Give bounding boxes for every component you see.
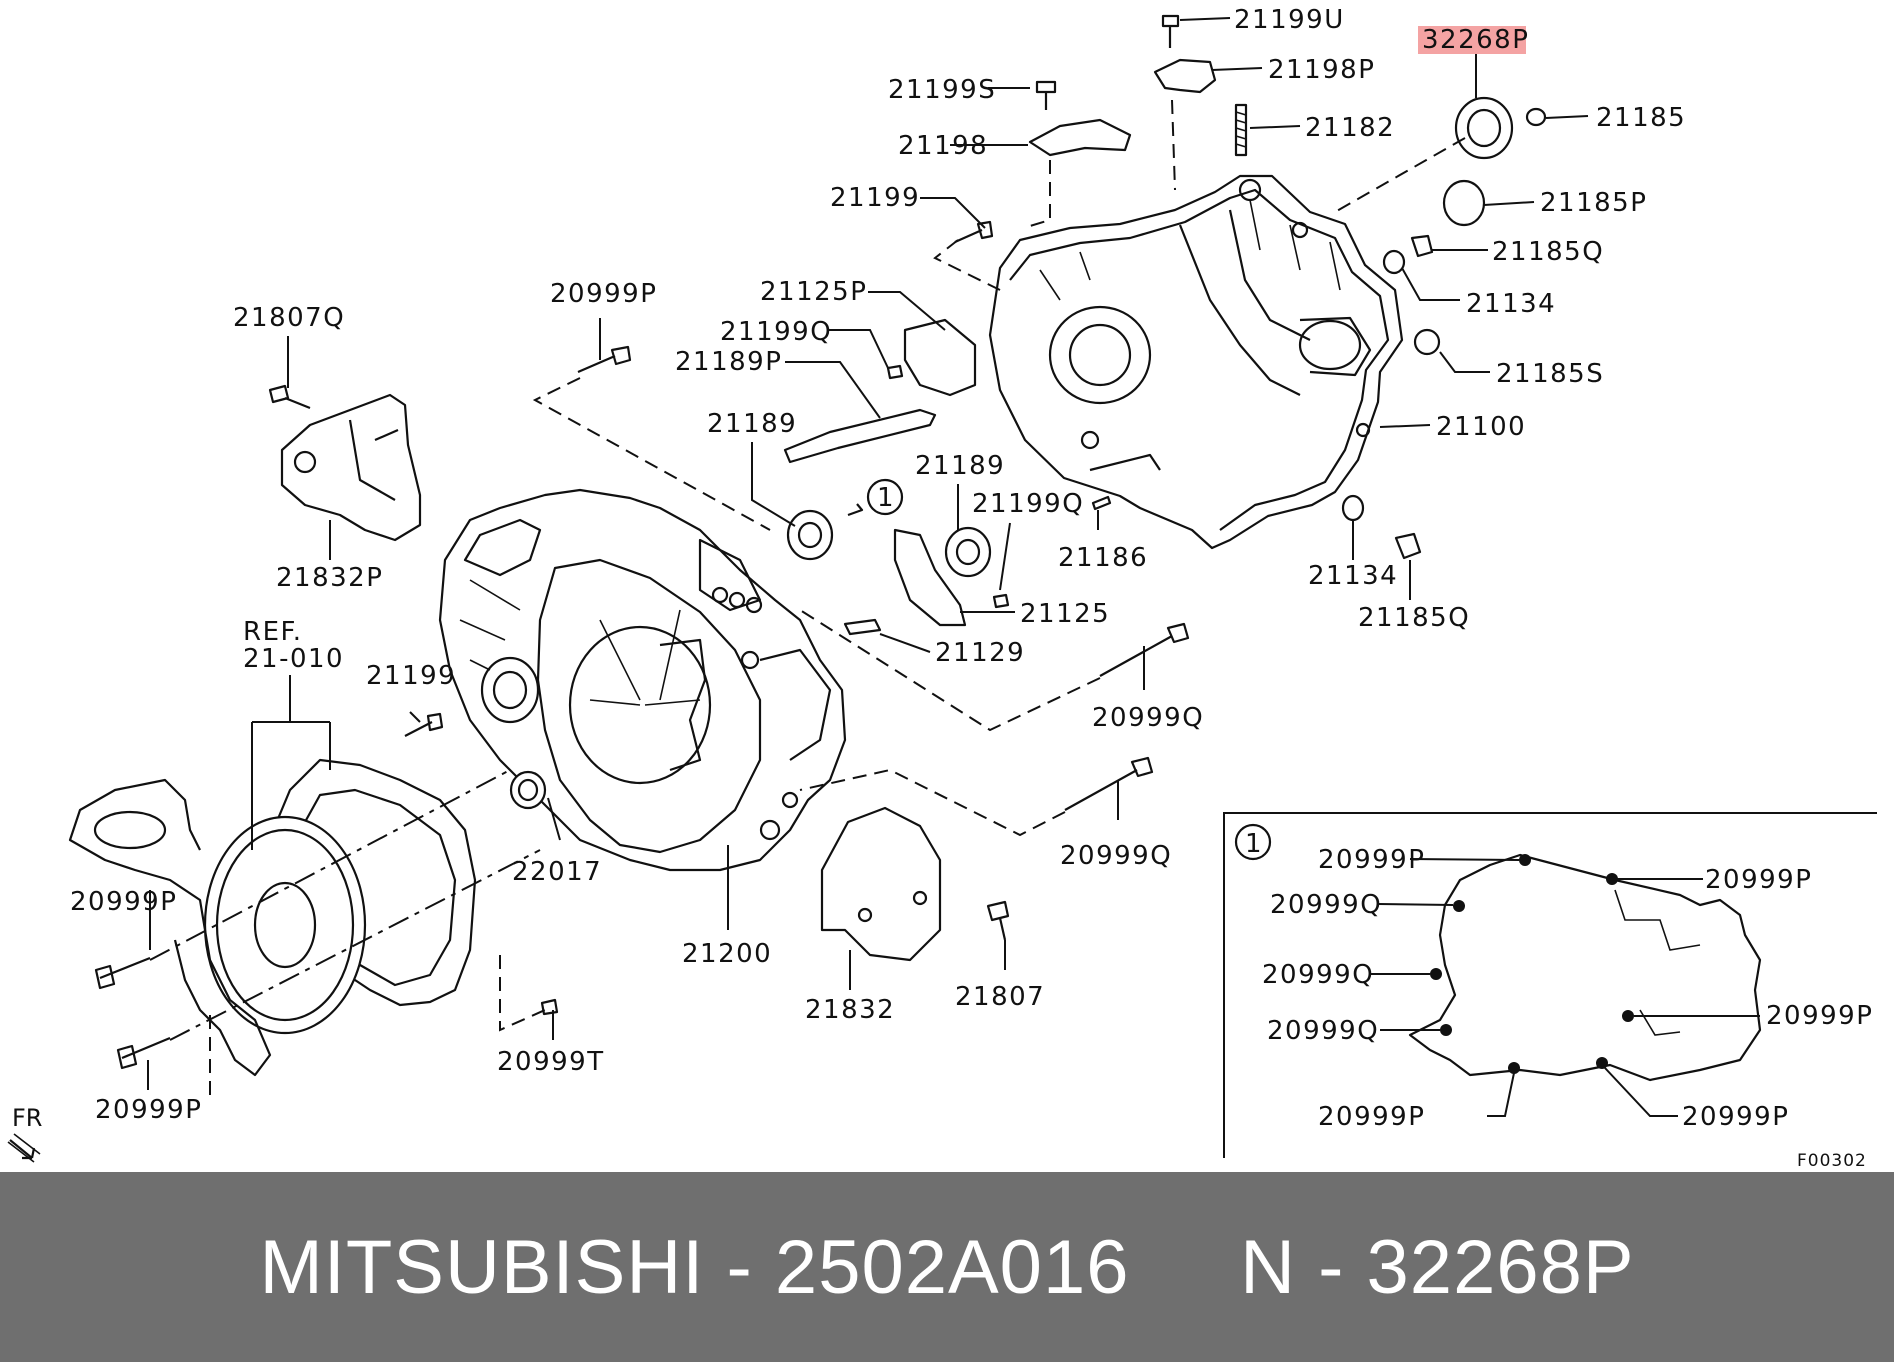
inset-label-20999P-4[interactable]: 20999P [1318,1102,1425,1132]
label-21185S[interactable]: 21185S [1496,359,1604,389]
label-21807Q[interactable]: 21807Q [233,303,345,333]
inset-label-20999Q-1[interactable]: 20999Q [1270,890,1382,920]
label-21807[interactable]: 21807 [955,982,1045,1012]
label-21199S[interactable]: 21199S [888,75,996,105]
callout-marker-1[interactable]: 1 [877,483,894,513]
assembly-lines [149,99,1466,1100]
label-20999Q-upper[interactable]: 20999Q [1092,703,1204,733]
part-labels: 32268P 21199U 21198P 21199S 21182 21185 … [70,5,1873,1171]
part-number: 2502A016 [774,1224,1130,1310]
label-21199-top[interactable]: 21199 [830,183,920,213]
label-22017[interactable]: 22017 [512,857,602,887]
label-21186[interactable]: 21186 [1058,543,1148,573]
label-21185Q-bottom[interactable]: 21185Q [1358,603,1470,633]
label-21199-front[interactable]: 21199 [366,661,456,691]
inset-label-20999P-1[interactable]: 20999P [1318,845,1425,875]
inset-label-20999P-3[interactable]: 20999P [1766,1001,1873,1031]
fr-label: FR [12,1104,42,1132]
label-21129[interactable]: 21129 [935,638,1025,668]
label-21185Q-top[interactable]: 21185Q [1492,237,1604,267]
label-21189-left[interactable]: 21189 [707,409,797,439]
clutch-cover-ref-21-010 [68,758,477,1077]
part-number-banner: MITSUBISHI - 2502A016 N - 32268P [0,1172,1894,1362]
label-21189-right[interactable]: 21189 [915,451,1005,481]
label-21200[interactable]: 21200 [682,939,772,969]
small-parts [94,14,1547,1070]
label-21832[interactable]: 21832 [805,995,895,1025]
label-21182[interactable]: 21182 [1305,113,1395,143]
highlight-32268P [1418,26,1526,54]
label-21125[interactable]: 21125 [1020,599,1110,629]
inset-label-20999Q-3[interactable]: 20999Q [1267,1016,1379,1046]
front-direction-arrow: FR [7,1104,42,1163]
inset-label-20999P-5[interactable]: 20999P [1682,1102,1789,1132]
label-20999P-top[interactable]: 20999P [550,279,657,309]
label-21198[interactable]: 21198 [898,131,988,161]
separator: - [726,1224,753,1310]
label-21134-bottom[interactable]: 21134 [1308,561,1398,591]
ref-prefix: N [1240,1224,1296,1310]
ref-bracket [251,675,331,850]
label-20999P-left-lower[interactable]: 20999P [95,1095,202,1125]
inset-callout-number: 1 [1245,829,1262,859]
label-21832P[interactable]: 21832P [276,563,383,593]
ref-number: 32268P [1366,1224,1635,1310]
exploded-parts-diagram: FR 1 [7,5,1877,1171]
ref-line1: REF. [243,617,303,647]
inset-bolt-map: 1 [1223,812,1877,1158]
separator: - [1318,1224,1345,1310]
label-21185P[interactable]: 21185P [1540,188,1647,218]
label-21189P[interactable]: 21189P [675,347,782,377]
label-21125P[interactable]: 21125P [760,277,867,307]
clutch-housing-21200 [438,488,847,872]
label-21199Q-top[interactable]: 21199Q [720,317,832,347]
label-21134-top[interactable]: 21134 [1466,289,1556,319]
banner-text: MITSUBISHI - 2502A016 N - 32268P [259,1224,1634,1311]
label-20999T[interactable]: 20999T [497,1047,605,1077]
leader-lines [147,17,1589,1090]
label-21198P[interactable]: 21198P [1268,55,1375,85]
ref-line2[interactable]: 21-010 [243,644,344,674]
label-20999Q-lower[interactable]: 20999Q [1060,841,1172,871]
figure-code: F00302 [1797,1151,1867,1171]
brand-name: MITSUBISHI [259,1224,705,1310]
inset-label-20999Q-2[interactable]: 20999Q [1262,960,1374,990]
label-32268P[interactable]: 32268P [1422,25,1529,55]
label-21199U[interactable]: 21199U [1234,5,1345,35]
transaxle-case-21100 [988,174,1404,550]
label-21100[interactable]: 21100 [1436,412,1526,442]
inset-label-20999P-2[interactable]: 20999P [1705,865,1812,895]
label-21199Q-mid[interactable]: 21199Q [972,489,1084,519]
label-21185[interactable]: 21185 [1596,103,1686,133]
label-20999P-left-upper[interactable]: 20999P [70,887,177,917]
